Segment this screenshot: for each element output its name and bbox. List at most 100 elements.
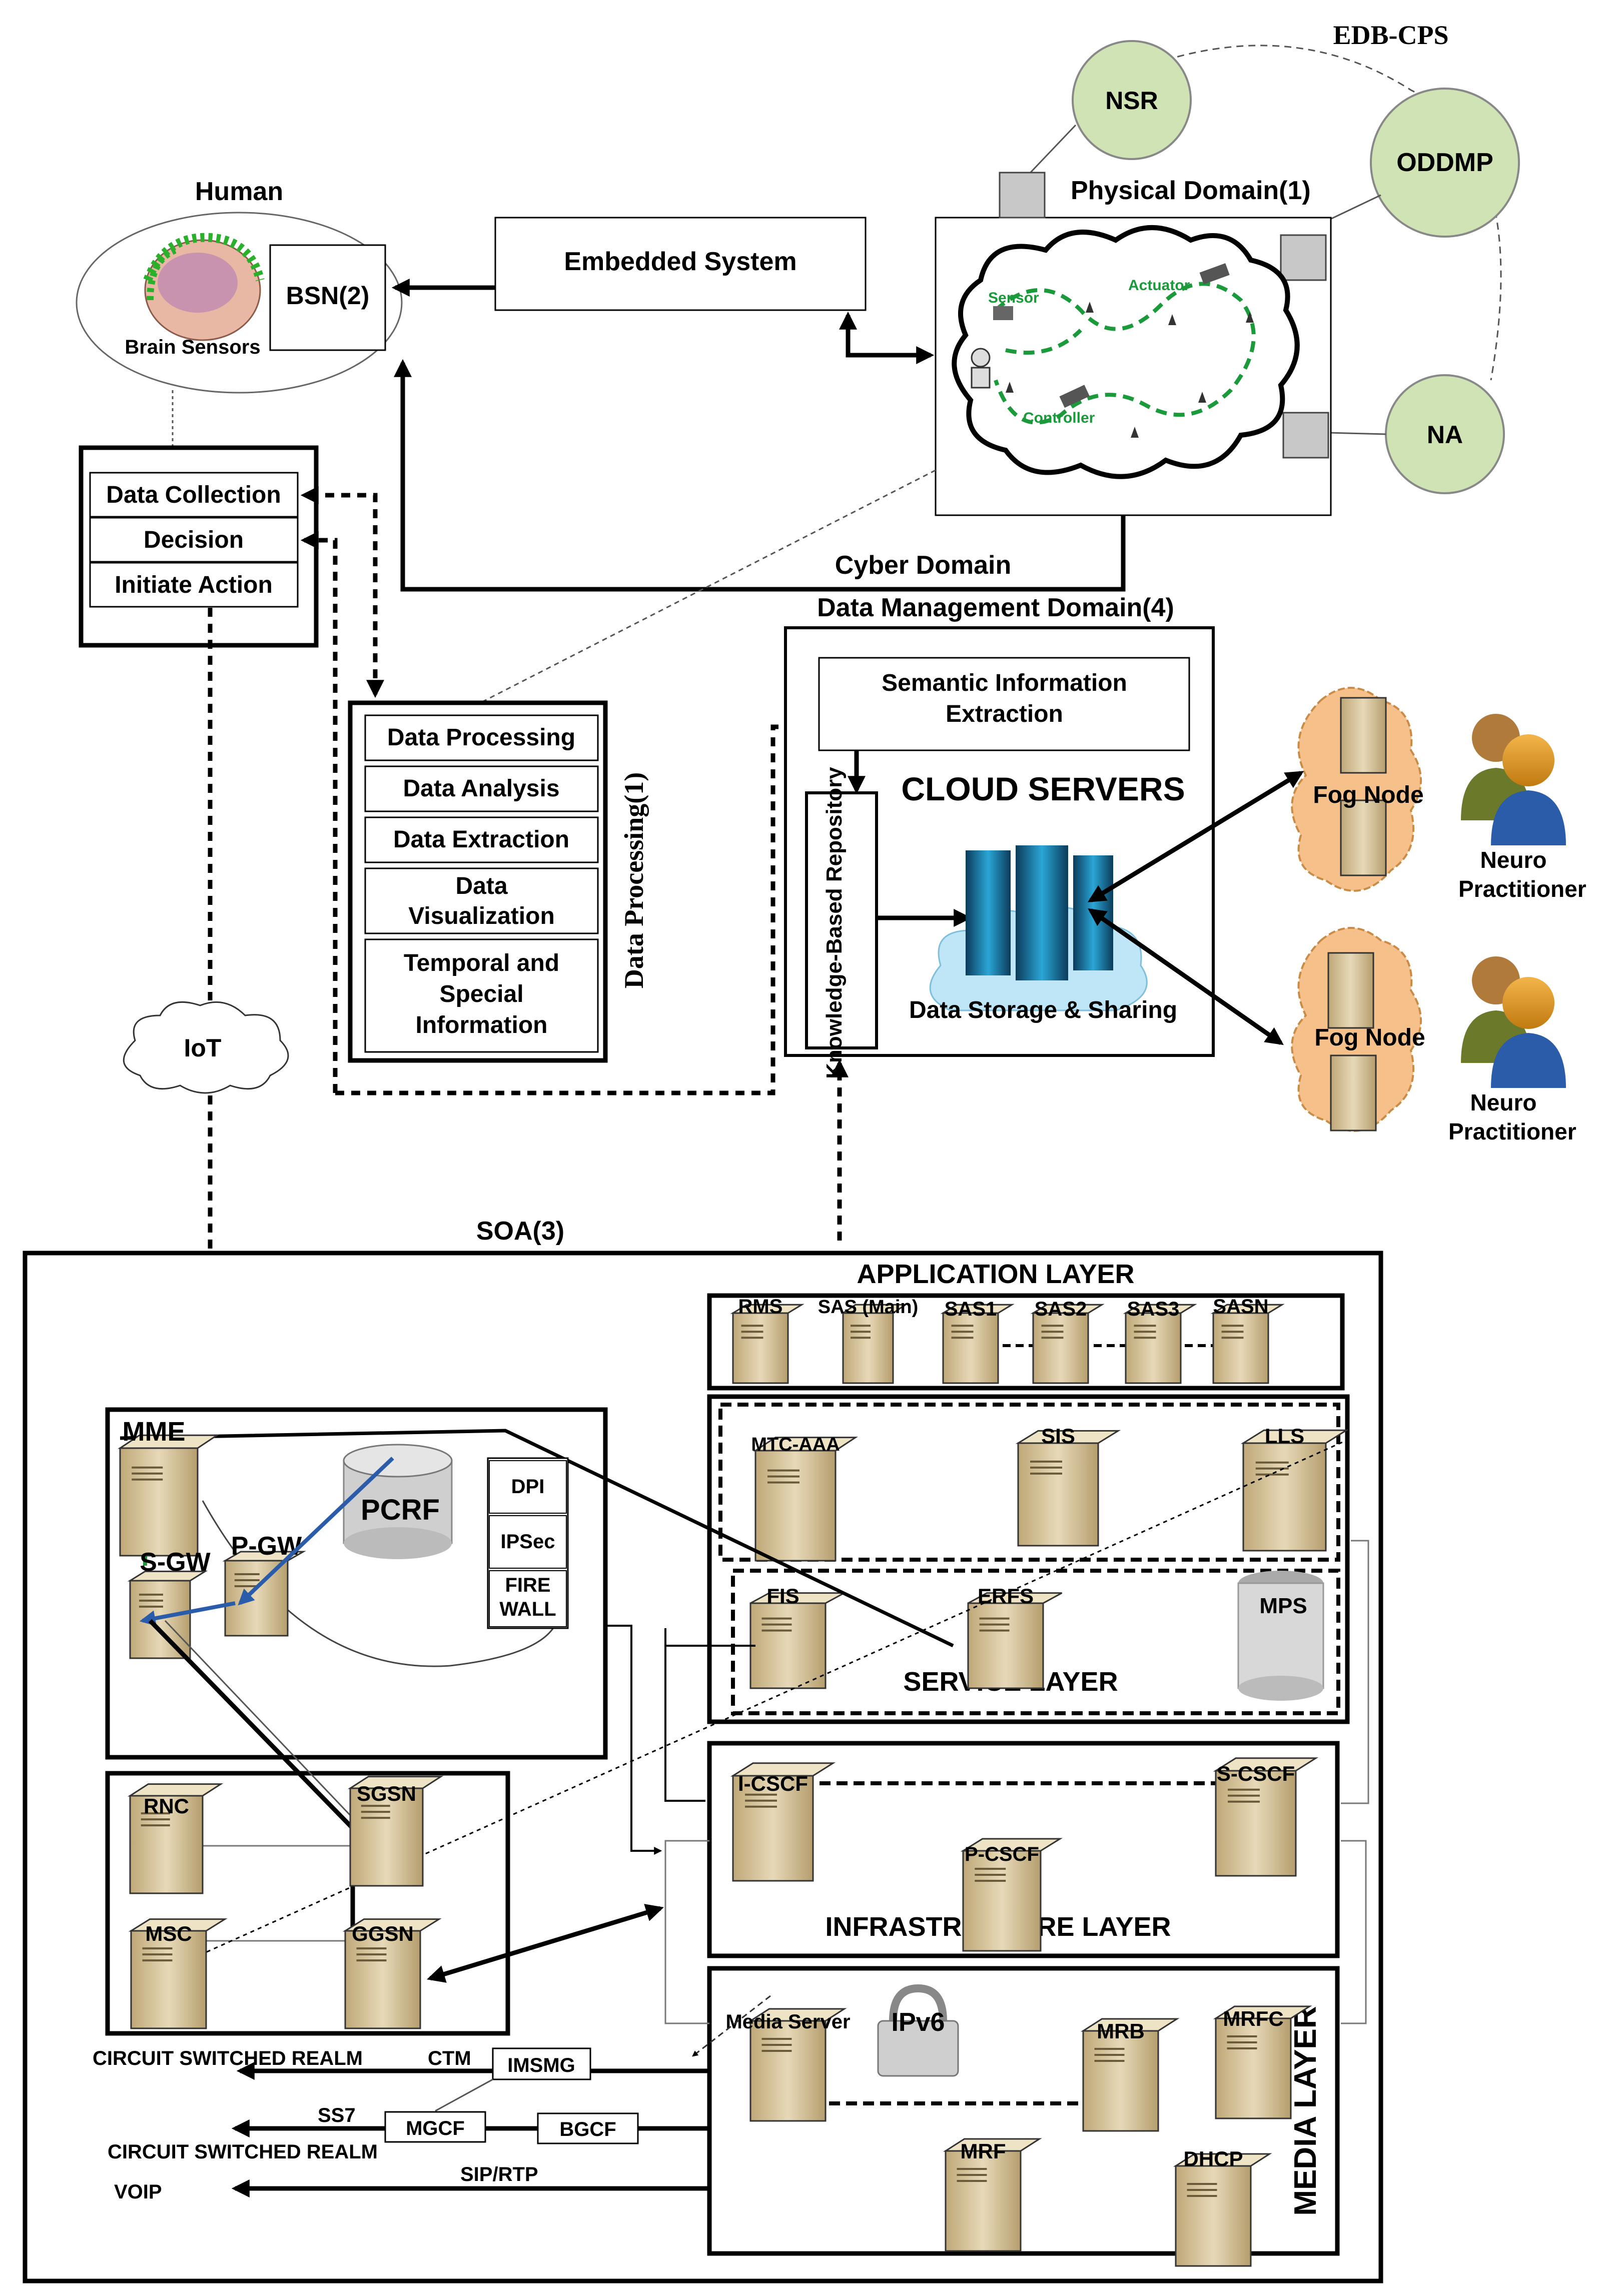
rnc-server: RNC [127,1783,224,1894]
dhcp-server-icon [1175,2165,1252,2267]
fis-label: FIS [766,1584,799,1608]
iot-label: IoT [184,1034,222,1062]
imsmg-mgcf-line [435,2078,493,2112]
oddmp-label: ODDMP [1396,148,1493,177]
sgsn-server-top [347,1776,444,1789]
media-server-server-top [747,2008,847,2022]
service-servers-group: MTC-AAA SIS LLS FIS ERFS [749,1424,1349,1689]
mrfc-label: MRFC [1223,2007,1283,2030]
firewall-label-wrap: FIRE WALL [499,1574,556,1620]
erfs-server: ERFS [967,1584,1063,1689]
sas-main-server-top [841,1304,908,1314]
mtc-aaa-server-icon [754,1450,837,1562]
dpi-label: DPI [511,1476,545,1498]
fog-node-1-label: Fog Node [1313,782,1423,808]
mps-storage-icon [1237,1571,1324,1701]
p-cscf-label: P-CSCF [965,1843,1039,1865]
na-node: NA [1385,374,1505,494]
p-cscf-server-icon [962,1850,1042,1952]
actuator-device-icon [1199,263,1230,285]
fis-server: FIS [749,1584,845,1689]
neuro-practitioner-1-label: Neuro Practitioner [1458,847,1586,902]
dp-item-visualization-wrap: Data Visualization [408,873,555,929]
sgsn-label: SGSN [357,1782,416,1805]
cyber-domain-loop [394,359,1126,592]
robot-icon [971,348,991,389]
storage-to-fog-2-arrow [1088,908,1284,1045]
left-bracket-infra [664,1840,709,2024]
human-ellipse [76,212,403,394]
sensor-network-path [994,282,1256,425]
sis-label: SIS [1041,1424,1075,1448]
s-gw-server: S-GW [127,1548,211,1659]
mrb-server-icon [1082,2030,1159,2132]
imsmg-label: IMSMG [507,2054,575,2076]
i-cscf-server-top [730,1762,836,1777]
controller-label: Controller [1023,410,1095,426]
edb-cps-title: EDB-CPS [1333,20,1448,50]
p-cscf-server: P-CSCF [960,1838,1063,1952]
dp-item-visualization: Data Visualization [408,873,555,929]
repository-box [805,791,878,1049]
semantic-label: Semantic Information Extraction [882,670,1127,727]
sas3-server-top [1123,1304,1197,1314]
ggsn-label: GGSN [352,1922,414,1945]
mps-label: MPS [1259,1594,1307,1618]
ctm-label: CTM [428,2047,471,2069]
sas3-server-icon [1125,1312,1182,1384]
fog-node-2-label: Fog Node [1314,1024,1425,1051]
cyber-domain-label: Cyber Domain [835,551,1012,580]
lls-label: LLS [1265,1424,1304,1448]
sasn-server-icon [1212,1312,1269,1384]
data-collection-cell [89,472,299,518]
ggsn-server: GGSN [342,1918,442,2029]
neuro-practitioner-2-wrap: Neuro Practitioner [1448,1089,1576,1144]
sasn-server: SASN [1210,1296,1285,1384]
sas2-server: SAS2 [1030,1298,1105,1384]
legacy-servers-group: RNC SGSN MSC GGSN [127,1776,444,2029]
fis-server-icon [749,1602,827,1689]
oddmp-connector [1328,194,1381,221]
core-to-infra-line [605,1625,662,1855]
mme-server: MME [118,1417,220,1557]
media-server-label: Media Server [725,2011,850,2033]
rnc-label: RNC [144,1794,189,1818]
dp-cell-4 [364,867,599,934]
sas1-label: SAS1 [945,1298,997,1320]
cloud-servers-label: CLOUD SERVERS [901,770,1185,807]
s-gw-server-icon [129,1580,191,1659]
firewall-label: FIRE WALL [499,1574,556,1620]
neuro-practitioner-2-label: Neuro Practitioner [1448,1089,1576,1144]
sgsn-server: SGSN [347,1776,444,1887]
iot-cloud [123,1001,289,1094]
sensor-device-icon [993,306,1013,320]
neuro-practitioner-icon-1 [1461,714,1566,845]
bsn-label: BSN(2) [286,282,370,310]
dp-item-analysis: Data Analysis [403,775,559,802]
controller-device-icon [1059,385,1090,408]
msc-label: MSC [145,1922,192,1945]
actuator-label: Actuator [1128,277,1190,294]
mme-server-top [118,1434,220,1449]
dp-cell-2 [364,765,599,812]
mrfc-server-icon [1215,2017,1292,2119]
i-cscf-server: I-CSCF [730,1762,836,1882]
sas1-server: SAS1 [940,1298,1015,1384]
na-label: NA [1427,421,1463,449]
mtc-aaa-label: MTC-AAA [751,1434,840,1455]
dp-cell-5 [364,938,599,1053]
dp-item-temporal: Temporal and Special Information [403,950,560,1038]
media-to-imsmg-line [692,1995,771,2057]
mtc-aaa-server: MTC-AAA [751,1434,858,1562]
physical-domain-title: Physical Domain(1) [1071,176,1311,205]
storage-to-fog-1-arrow [1087,771,1304,902]
mme-to-erfs-line [120,1429,954,1648]
mgcf-box [384,2111,486,2143]
rms-server: RMS [730,1296,804,1384]
lls-server-top [1240,1429,1349,1444]
s-cscf-server-icon [1215,1770,1297,1877]
dp-cell-3 [364,816,599,863]
right-bracket-2 [1341,1840,1367,2024]
semantic-label-wrap: Semantic Information Extraction [882,670,1127,727]
erfs-server-icon [967,1602,1044,1689]
